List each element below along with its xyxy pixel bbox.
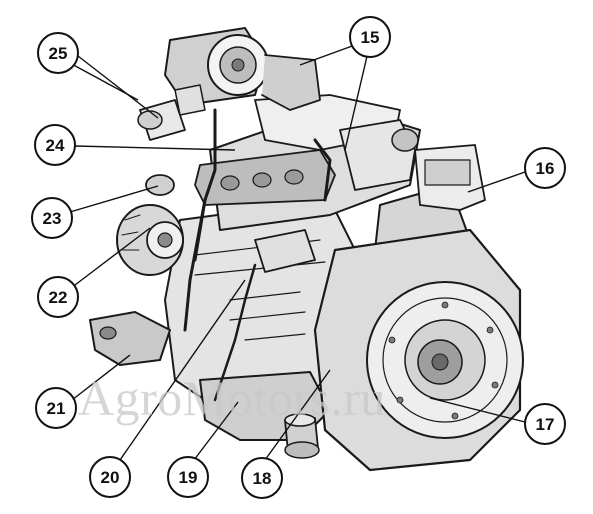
callout-22: 22 bbox=[37, 276, 79, 318]
manifold-ports bbox=[220, 169, 304, 191]
callout-16: 16 bbox=[524, 147, 566, 189]
idler-pulley bbox=[145, 174, 175, 196]
svg-text:19: 19 bbox=[179, 468, 198, 487]
callout-23: 23 bbox=[31, 197, 73, 239]
flywheel-bolts bbox=[388, 301, 499, 420]
svg-text:16: 16 bbox=[536, 159, 555, 178]
callout-25: 25 bbox=[37, 32, 79, 74]
svg-text:23: 23 bbox=[43, 209, 62, 228]
flywheel-housing bbox=[313, 228, 524, 472]
starter-motor bbox=[254, 229, 316, 273]
svg-text:17: 17 bbox=[536, 415, 555, 434]
engine-mount bbox=[89, 311, 171, 366]
callout-20: 20 bbox=[89, 456, 131, 498]
turbocharger bbox=[164, 27, 321, 111]
callout-18: 18 bbox=[241, 457, 283, 499]
watermark-text: AgroMotors.ru bbox=[78, 370, 386, 426]
svg-text:25: 25 bbox=[49, 44, 68, 63]
callouts: 25 15 24 16 23 22 21 20 bbox=[31, 16, 566, 499]
callout-21: 21 bbox=[35, 387, 77, 429]
engine-illustration bbox=[89, 27, 524, 472]
svg-text:21: 21 bbox=[47, 399, 66, 418]
callout-19: 19 bbox=[167, 456, 209, 498]
callout-17: 17 bbox=[524, 403, 566, 445]
svg-text:24: 24 bbox=[46, 136, 65, 155]
svg-text:18: 18 bbox=[253, 469, 272, 488]
callout-15: 15 bbox=[349, 16, 391, 58]
svg-text:22: 22 bbox=[49, 288, 68, 307]
dipstick-tube bbox=[213, 263, 257, 402]
leader-lines bbox=[67, 44, 526, 461]
svg-text:20: 20 bbox=[101, 468, 120, 487]
svg-text:15: 15 bbox=[361, 28, 380, 47]
tubes bbox=[183, 108, 332, 332]
callout-24: 24 bbox=[34, 124, 76, 166]
air-inlet-pipe bbox=[137, 84, 206, 141]
alternator bbox=[116, 204, 184, 276]
